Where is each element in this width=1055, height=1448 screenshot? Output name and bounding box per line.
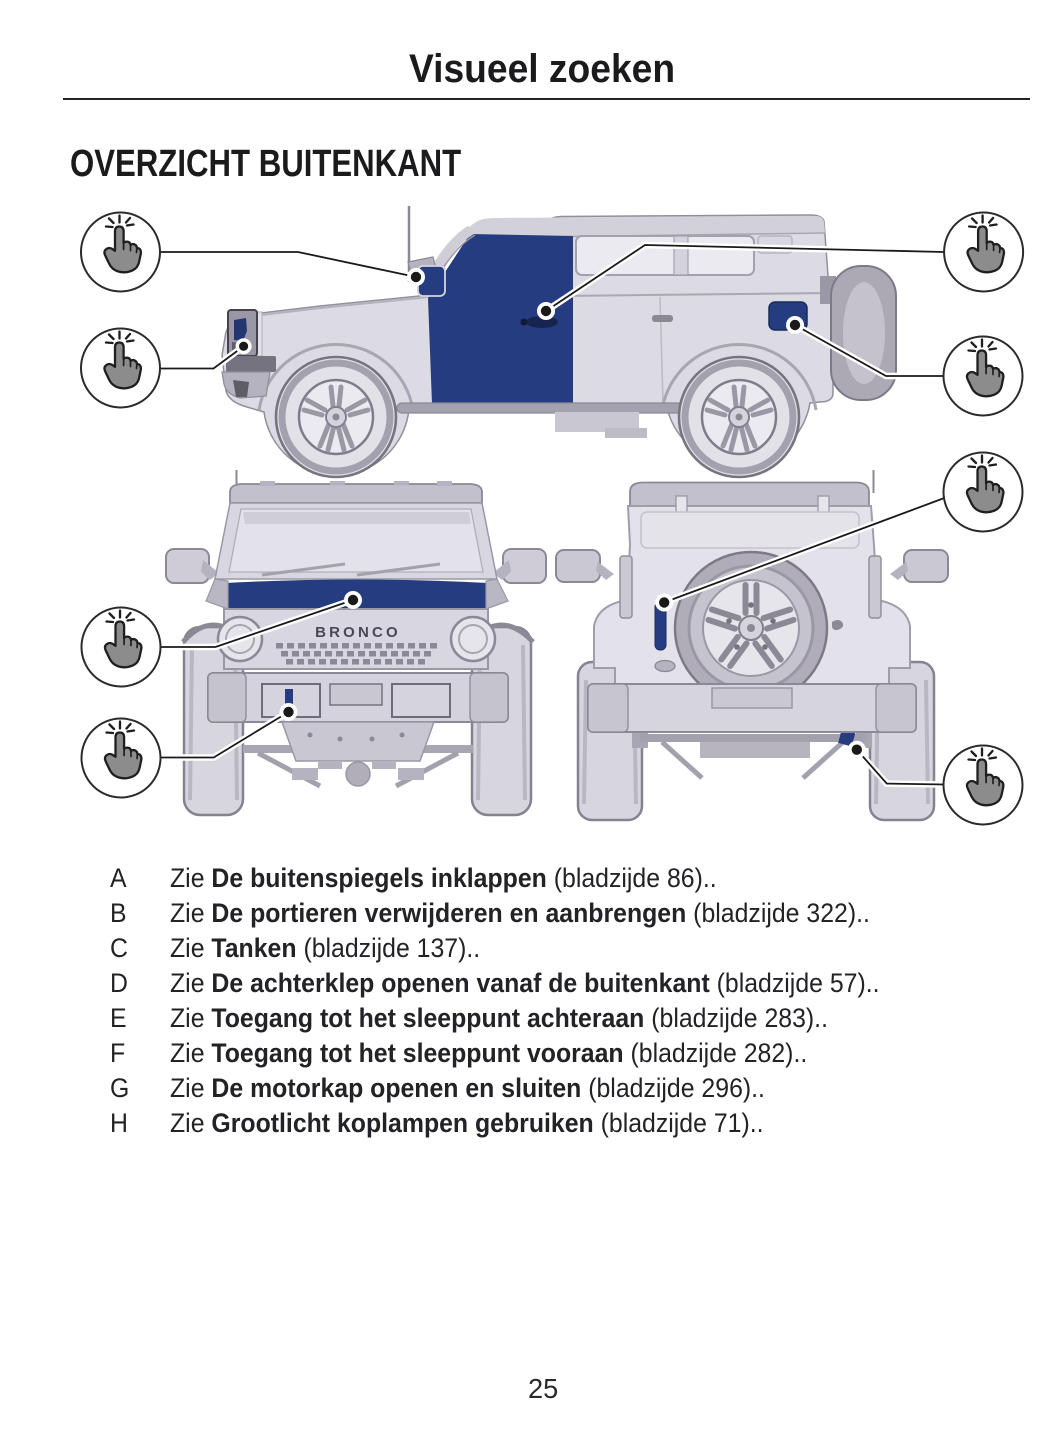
svg-text:BRONCO: BRONCO [315,624,401,641]
